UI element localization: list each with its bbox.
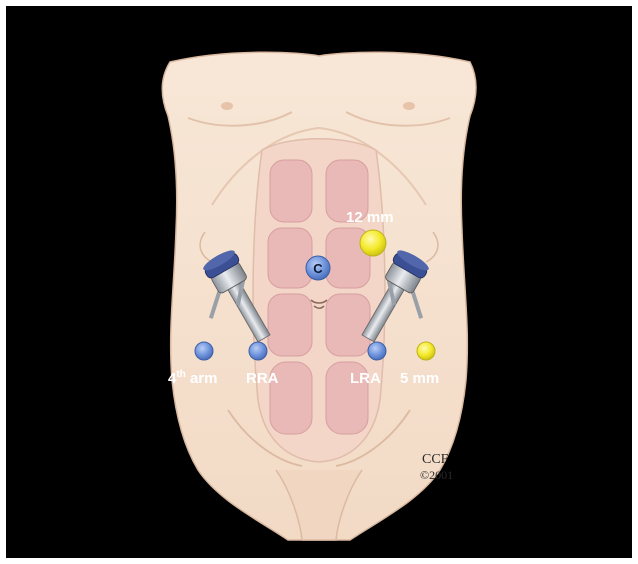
port-fourth-arm-label: 4th arm: [168, 369, 217, 387]
port-rra-label: RRA: [246, 370, 279, 387]
credit-line1: CCF: [422, 452, 449, 467]
port-5mm: [417, 342, 435, 360]
right-nipple: [403, 102, 415, 110]
port-lra-label: LRA: [350, 370, 381, 387]
left-nipple: [221, 102, 233, 110]
port-fourth-arm: [195, 342, 213, 360]
port-rra: [249, 342, 267, 360]
port-5mm-label: 5 mm: [400, 370, 439, 387]
port-camera-label: C: [313, 261, 323, 276]
credit-line2: ©2001: [420, 468, 453, 482]
port-12mm-label: 12 mm: [346, 209, 394, 226]
port-lra: [368, 342, 386, 360]
port-12mm: [360, 230, 386, 256]
